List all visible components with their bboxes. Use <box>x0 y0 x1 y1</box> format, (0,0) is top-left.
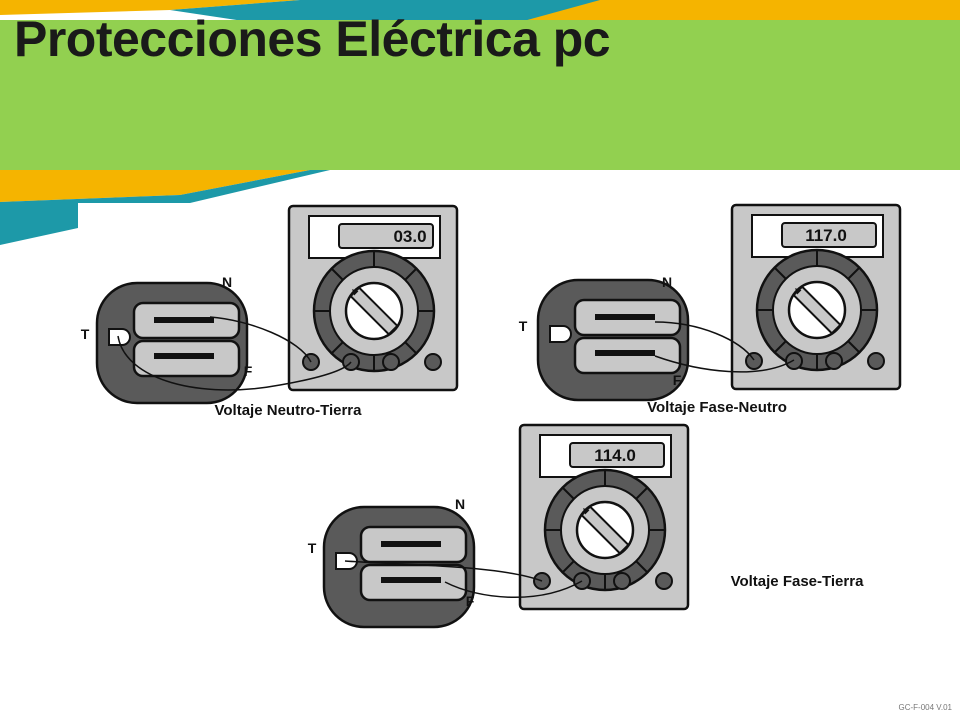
probe-wire-neutral-2 <box>654 321 755 361</box>
diagram-caption-3: Voltaje Fase-Tierra <box>731 573 864 590</box>
footer-code: GC-F-004 V.01 <box>898 703 952 712</box>
label-n-1: N <box>222 274 232 290</box>
diagram-fase-neutro: 117.0 N T F Voltaje Fase-Neutro <box>519 203 902 416</box>
header-green-banner <box>0 20 960 170</box>
slide-title: Protecciones Eléctrica pc <box>14 11 611 67</box>
header-bottom-orange-band <box>0 170 310 202</box>
label-t-2: T <box>519 318 528 334</box>
multimeter-1 <box>287 204 459 392</box>
meter-reading-2: 117.0 <box>805 226 847 245</box>
label-f-3: F <box>466 593 475 609</box>
label-t-1: T <box>81 326 90 342</box>
probe-wire-phase-3 <box>444 580 583 599</box>
probe-wire-ground-3 <box>344 560 543 582</box>
meter-reading-1: 03.0 <box>393 227 426 246</box>
label-t-3: T <box>308 540 317 556</box>
label-f-2: F <box>673 372 682 388</box>
diagram-fase-tierra: 114.0 N T F Voltaje Fase-Tierra <box>308 423 864 629</box>
header-decoration <box>0 0 960 245</box>
label-f-1: F <box>244 363 253 379</box>
meter-reading-3: 114.0 <box>594 446 636 465</box>
header-top-orange-band <box>0 0 300 15</box>
outlet-2 <box>536 278 690 402</box>
header-bottom-teal-band <box>0 170 330 245</box>
diagram-caption-1: Voltaje Neutro-Tierra <box>215 402 363 419</box>
label-n-3: N <box>455 496 465 512</box>
label-n-2: N <box>662 274 672 290</box>
diagram-caption-2: Voltaje Fase-Neutro <box>647 399 787 416</box>
probe-wire-neutral-1 <box>209 316 312 363</box>
probe-wire-phase-2 <box>654 355 795 373</box>
probe-wire-ground-1 <box>117 335 352 391</box>
header-top-right-orange-band <box>520 0 960 22</box>
diagram-neutro-tierra: 03.0 N T F Voltaje Neutro-Tierra <box>81 204 459 419</box>
